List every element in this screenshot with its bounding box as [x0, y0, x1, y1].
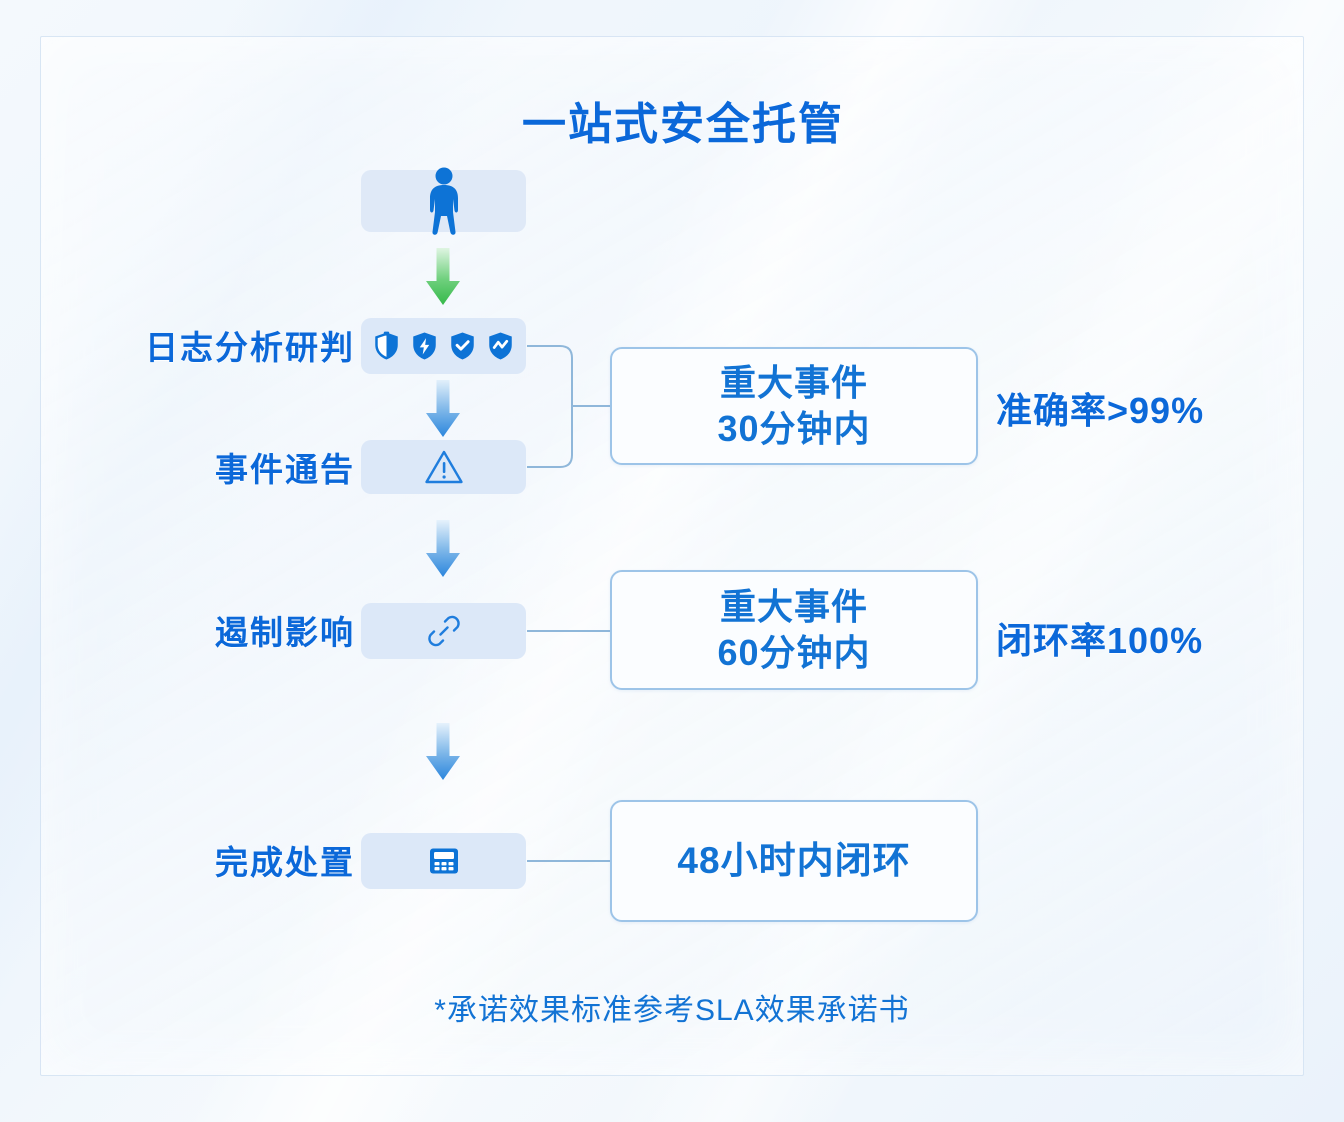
outcome-box-48h: 48小时内闭环	[610, 800, 978, 922]
row-caption-incident-notice: 事件通告	[215, 451, 355, 488]
shield-wave-icon	[489, 332, 512, 360]
shield-outline-icon	[375, 331, 398, 360]
report-calculator-icon	[429, 848, 458, 874]
kpi-closure-label: 闭环率100%	[996, 620, 1204, 661]
outcome-line-1: 48小时内闭环	[677, 840, 911, 882]
link-icon-tile	[361, 603, 526, 659]
shield-icons-tile	[361, 318, 526, 374]
person-icon	[429, 167, 458, 235]
outcome-line-1: 重大事件	[719, 585, 868, 627]
arrow-blue-down-2	[424, 520, 462, 583]
shield-check-icon	[451, 332, 474, 360]
kpi-accuracy-label: 准确率>99%	[996, 390, 1205, 431]
outcome-line-2: 30分钟内	[717, 408, 871, 449]
outcome-box-30min: 重大事件 30分钟内	[610, 347, 978, 465]
outcome-line-1: 重大事件	[719, 361, 868, 403]
link-chain-icon	[427, 615, 460, 647]
shield-bolt-icon	[413, 332, 436, 360]
arrow-blue-down-1	[424, 380, 462, 443]
row-caption-log-analysis: 日志分析研判	[145, 329, 355, 366]
row-caption-contain-impact: 遏制影响	[215, 614, 355, 651]
page-title: 一站式安全托管	[522, 100, 844, 149]
person-icon-tile	[361, 167, 526, 235]
footnote-text: *承诺效果标准参考SLA效果承诺书	[434, 994, 910, 1027]
arrow-blue-down-3	[424, 723, 462, 786]
row-caption-complete-handling: 完成处置	[215, 844, 355, 881]
warning-icon-tile	[361, 440, 526, 494]
arrow-green-down	[424, 248, 462, 311]
report-icon-tile	[361, 833, 526, 889]
outcome-box-60min: 重大事件 60分钟内	[610, 570, 978, 690]
outcome-line-2: 60分钟内	[717, 632, 871, 673]
warning-triangle-icon	[424, 450, 463, 484]
